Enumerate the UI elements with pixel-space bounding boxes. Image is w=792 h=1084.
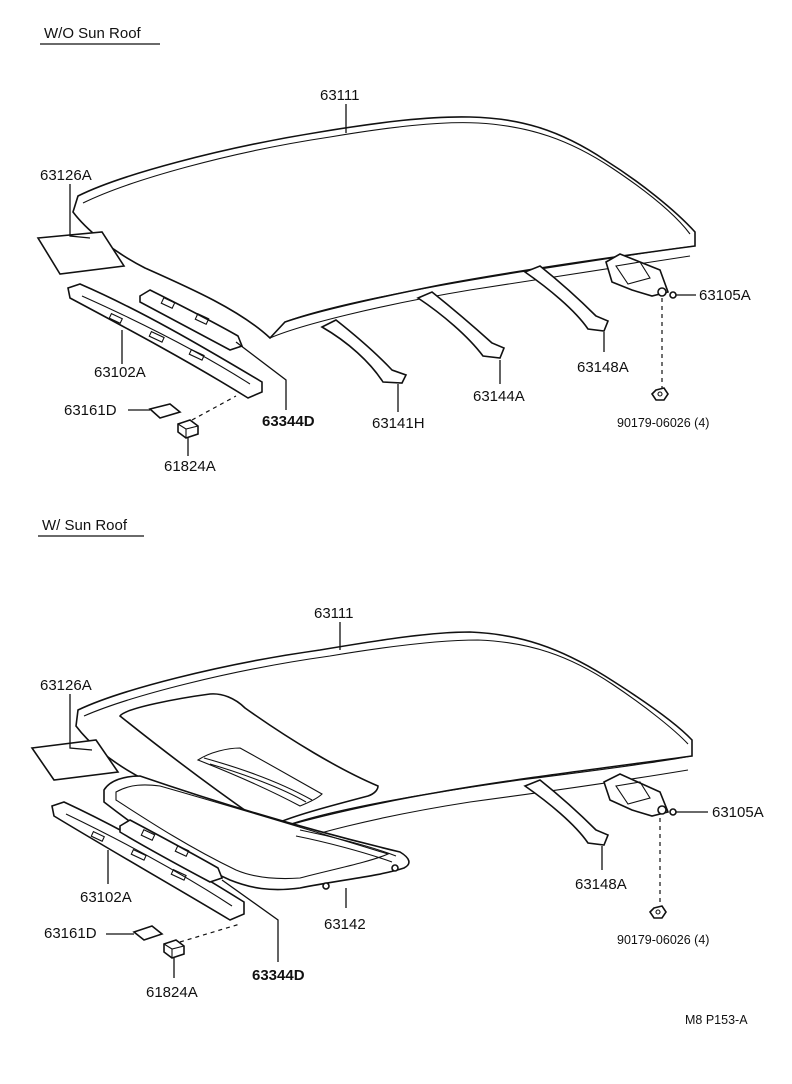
label-sunroof-reinf-bottom: 63142 <box>324 916 366 933</box>
clip-pad-bottom <box>132 925 164 941</box>
roof-bracket-bottom <box>603 773 670 817</box>
nut-top <box>650 387 669 401</box>
roof-bow-rear-top <box>523 265 610 332</box>
leader-silencer-top <box>69 184 91 239</box>
label-bow-front-top: 63141H <box>372 415 425 432</box>
label-bow-rear-top: 63148A <box>577 359 629 376</box>
section-without-sunroof: W/O Sun Roof <box>36 25 751 475</box>
label-bow-mid-top: 63144A <box>473 388 525 405</box>
bracket-clip-bottom <box>669 808 677 816</box>
section-title-with-sunroof: W/ Sun Roof <box>42 517 128 534</box>
label-silencer-pad-bottom: 63126A <box>40 677 92 694</box>
label-nut-top: 90179-06026 (4) <box>617 416 709 430</box>
cushion-top <box>177 419 199 439</box>
clip-pad-top <box>148 403 182 419</box>
header-panel-bottom <box>51 801 245 921</box>
label-roof-panel-bottom: 63111 <box>314 605 354 622</box>
label-bow-rear-bottom: 63148A <box>575 876 627 893</box>
label-nut-bottom: 90179-06026 (4) <box>617 933 709 947</box>
silencer-pad-bottom <box>30 739 120 781</box>
label-header-panel-bottom: 63102A <box>80 889 132 906</box>
bracket-clip-top <box>669 291 677 299</box>
footer-code: M8 P153-A <box>685 1013 748 1027</box>
cushion-leader-top <box>191 395 237 421</box>
section-with-sunroof: W/ Sun Roof <box>30 517 764 1001</box>
silencer-pad-top <box>36 231 126 275</box>
label-bracket-bottom: 63105A <box>712 804 764 821</box>
cushion-bottom <box>163 939 185 959</box>
section-title-without-sunroof: W/O Sun Roof <box>44 25 142 42</box>
leader-header-reinf-bottom <box>221 879 279 962</box>
label-cushion-top: 61824A <box>164 458 216 475</box>
roof-bow-mid-top <box>416 291 506 359</box>
header-reinforcement-bottom <box>119 819 224 883</box>
label-clip-pad-top: 63161D <box>64 402 117 419</box>
label-silencer-pad-top: 63126A <box>40 167 92 184</box>
label-bracket-top: 63105A <box>699 287 751 304</box>
roof-bow-front-top <box>320 319 408 384</box>
label-header-reinf-bottom: 63344D <box>252 967 305 984</box>
label-header-panel-top: 63102A <box>94 364 146 381</box>
header-panel-top <box>67 283 263 399</box>
roof-bracket-top <box>605 253 670 297</box>
label-cushion-bottom: 61824A <box>146 984 198 1001</box>
header-reinforcement-top <box>139 289 244 351</box>
label-header-reinf-top: 63344D <box>262 413 315 430</box>
label-clip-pad-bottom: 63161D <box>44 925 97 942</box>
cushion-leader-bottom <box>179 923 241 943</box>
roof-panel-top <box>72 116 696 340</box>
leader-silencer-bottom <box>69 694 93 751</box>
label-roof-panel-top: 63111 <box>320 87 360 104</box>
nut-bottom <box>648 905 667 919</box>
leader-header-reinf-top <box>235 341 287 410</box>
roof-bow-rear-bottom <box>523 779 610 846</box>
